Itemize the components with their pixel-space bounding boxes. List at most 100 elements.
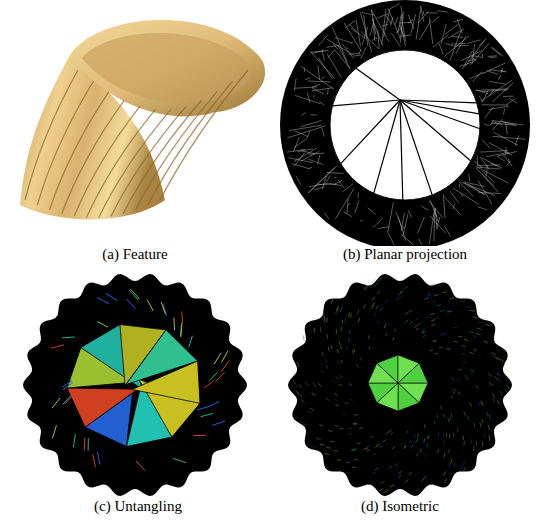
mesh-edge [325,453,330,455]
mesh-edge [289,158,313,163]
mesh-edge [417,323,420,325]
mesh-edge [422,331,425,333]
mesh-edge [402,226,406,230]
mesh-edge [375,468,379,470]
mesh-edge [424,439,425,443]
mesh-edge [348,338,349,342]
mesh-edge [470,73,484,79]
mesh-edge [428,435,430,439]
mesh-edge [349,53,360,54]
mesh-edge [324,318,325,323]
mesh-edge [503,109,504,115]
mesh-edge [349,330,350,334]
mesh-edge [506,122,508,135]
mesh-edge [435,353,439,355]
mesh-edge [377,444,380,446]
mesh-edge [371,9,376,34]
mesh-edge [326,447,331,449]
mesh-triangle [398,383,419,411]
mesh-edge [488,55,497,57]
mesh-edge [357,442,361,444]
mesh-edge [294,87,317,88]
mesh-edge [349,384,352,386]
mesh-edge [482,441,483,446]
mesh-edge [294,78,296,90]
mesh-edge [360,12,371,52]
mesh-edge [354,348,355,352]
mesh-edge [505,389,508,393]
mesh-edge [492,352,496,355]
mesh-edge [340,346,341,350]
mesh-edge [430,284,435,286]
mesh-edge [400,35,411,36]
mesh-edge [341,360,343,363]
mesh-edge [429,18,433,44]
mesh-edge [374,283,377,287]
mesh-edge [396,297,399,300]
mesh-edge [479,40,485,46]
mesh-edge [476,333,481,334]
mesh-edge [346,462,351,463]
mesh-edge [394,329,396,332]
ridge-line [111,106,186,216]
mesh-edge [364,448,368,449]
mesh-edge [376,14,388,19]
mesh-edge [287,126,325,138]
mesh-edge [325,360,327,364]
mesh-edge [444,225,450,236]
mesh-edge [308,411,312,414]
mesh-edge [127,299,136,309]
mesh-edge [443,471,445,475]
mesh-edge [505,88,509,91]
mesh-edge [370,23,373,36]
mesh-edge [400,100,480,129]
mesh-edge [375,446,379,448]
mesh-edge [296,390,299,394]
mesh-edge [452,36,463,38]
mesh-edge [208,372,217,381]
mesh-edge [461,51,482,61]
mesh-edge [310,50,328,52]
mesh-edge [348,433,352,434]
mesh-edge [370,436,374,437]
mesh-edge [473,446,474,451]
mesh-triangle [67,388,138,427]
mesh-edge [497,357,501,360]
mesh-edge [369,347,370,351]
mesh-edge [453,204,455,209]
mesh-edge [483,341,487,343]
mesh-edge [498,75,501,81]
mesh-edge [303,335,305,340]
mesh-edge [372,297,375,301]
mesh-edge [318,65,320,80]
mesh-edge [313,383,316,386]
mesh-edge [462,51,472,69]
ridge-line [50,92,109,210]
mesh-edge [318,57,332,79]
mesh-edge [301,400,305,403]
mesh-edge [443,434,444,438]
mesh-edge [382,9,386,44]
mesh-edge [468,174,470,182]
mesh-edge [161,302,165,314]
mesh-edge [73,434,75,447]
ridge-line [99,110,171,218]
mesh-edge [372,279,375,283]
mesh-edge [424,424,425,428]
mesh-edge [216,372,225,381]
untangling-mesh [23,274,247,496]
mesh-edge [485,324,490,326]
mesh-edge [459,182,473,197]
mesh-edge [480,151,507,153]
mesh-edge [304,68,305,72]
mesh-edge [395,17,397,25]
mesh-edge [173,318,175,330]
mesh-edge [204,381,214,388]
mesh-edge [65,395,73,404]
mesh-edge [364,285,367,289]
mesh-edge [515,135,519,146]
mesh-edge [351,28,366,38]
mesh-edge [359,49,361,55]
mesh-edge [476,168,494,186]
mesh-edge [501,359,505,362]
